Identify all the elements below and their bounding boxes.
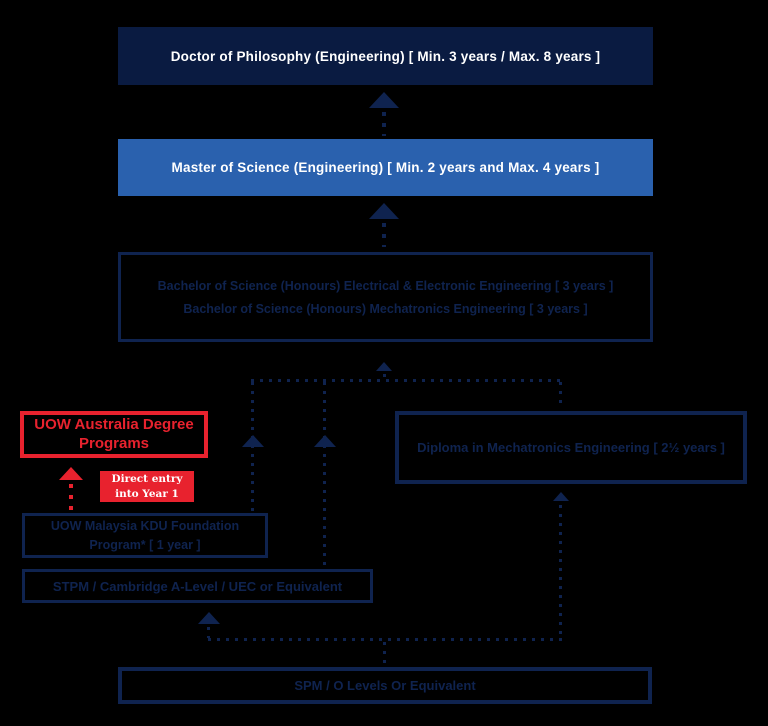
spm-box: SPM / O Levels Or Equivalent	[118, 667, 652, 704]
stpm-label: STPM / Cambridge A-Level / UEC or Equiva…	[52, 578, 343, 594]
foundation-box: UOW Malaysia KDU Foundation Program* [ 1…	[22, 513, 268, 558]
arrow-up-msc-to-phd-icon	[369, 92, 399, 108]
connector-diploma-vertical	[559, 382, 562, 409]
arrow-up-stpm-icon	[314, 435, 336, 447]
arrow-up-spm-to-diploma-icon	[553, 492, 569, 501]
diploma-box: Diploma in Mechatronics Engineering [ 2½…	[395, 411, 747, 484]
dotted-line-spm-to-stpm	[207, 627, 210, 638]
dotted-line-spm-to-diploma	[559, 505, 562, 638]
bachelor-line1: Bachelor of Science (Honours) Electrical…	[157, 278, 614, 293]
bachelor-line2: Bachelor of Science (Honours) Mechatroni…	[183, 301, 588, 316]
phd-label: Doctor of Philosophy (Engineering) [ Min…	[170, 48, 601, 64]
direct-entry-badge: Direct entry into Year 1	[100, 471, 194, 502]
uow-australia-label: UOW Australia Degree Programs	[34, 415, 194, 452]
direct-entry-label: Direct entry into Year 1	[111, 473, 183, 500]
arrow-up-junction-to-bachelor-icon	[376, 362, 392, 371]
foundation-label: UOW Malaysia KDU Foundation Program* [ 1…	[50, 518, 240, 552]
connector-stpm-vertical	[323, 382, 326, 566]
connector-horizontal-bottom	[208, 638, 562, 641]
arrow-up-bachelor-to-msc-icon	[369, 203, 399, 219]
msc-label: Master of Science (Engineering) [ Min. 2…	[171, 160, 600, 175]
dotted-line-msc-to-phd	[382, 112, 386, 136]
connector-spm-vertical	[383, 642, 386, 666]
arrow-up-direct-entry-icon	[59, 467, 83, 480]
stpm-box: STPM / Cambridge A-Level / UEC or Equiva…	[22, 569, 373, 603]
phd-box: Doctor of Philosophy (Engineering) [ Min…	[118, 27, 653, 85]
arrow-up-spm-to-stpm-icon	[198, 612, 220, 624]
diploma-label: Diploma in Mechatronics Engineering [ 2½…	[417, 440, 725, 455]
uow-australia-box: UOW Australia Degree Programs	[20, 411, 208, 458]
dotted-line-junction-to-bachelor	[383, 374, 386, 381]
spm-label: SPM / O Levels Or Equivalent	[294, 678, 476, 693]
dotted-line-bachelor-to-msc	[382, 223, 386, 247]
bachelor-box: Bachelor of Science (Honours) Electrical…	[118, 252, 653, 342]
connector-horizontal-top	[251, 379, 562, 382]
msc-box: Master of Science (Engineering) [ Min. 2…	[118, 139, 653, 196]
arrow-up-foundation-icon	[242, 435, 264, 447]
dotted-line-direct-entry	[69, 484, 73, 510]
